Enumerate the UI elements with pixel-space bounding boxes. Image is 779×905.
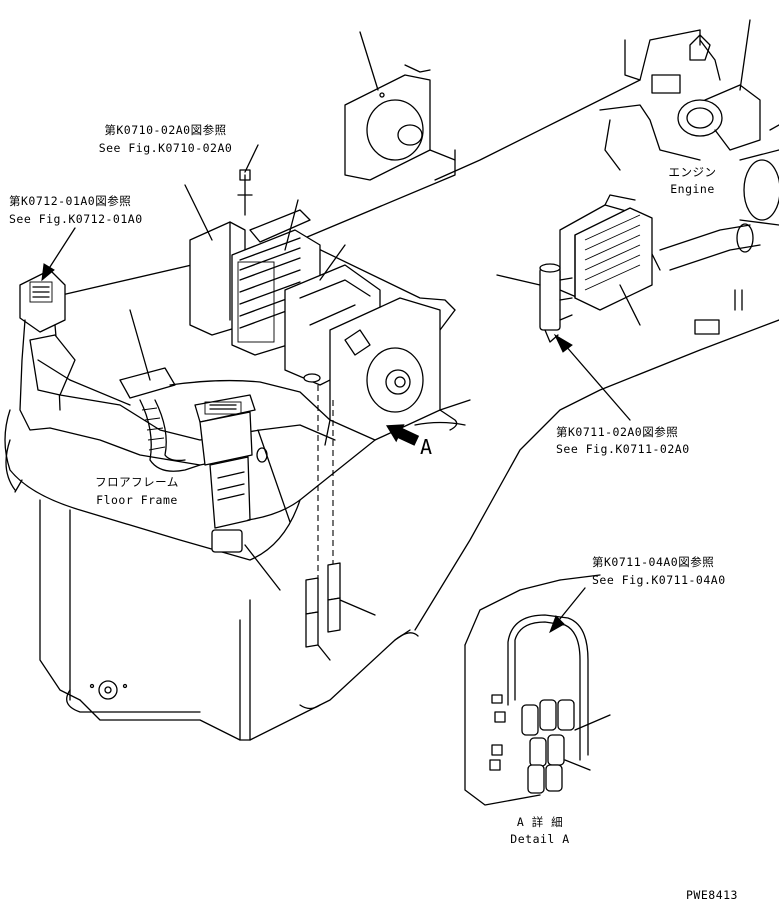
- floor-frame-label-en: Floor Frame: [96, 493, 178, 507]
- detail-a-label-jp: A 詳 細: [516, 815, 564, 829]
- engine-label-en: Engine: [670, 182, 715, 196]
- drawing-number: PWE8413: [686, 888, 738, 902]
- direction-arrow-icon: [385, 424, 420, 446]
- callout-k0711-02-jp: 第K0711-02A0図参照: [556, 425, 679, 439]
- air-conditioner-unit-drawing: [184, 144, 466, 441]
- callout-k0712-en: See Fig.K0712-01A0: [9, 212, 143, 226]
- engine-drawing: [434, 19, 779, 335]
- callout-k0711-04-en: See Fig.K0711-04A0: [592, 573, 726, 587]
- engine-label-jp: エンジン: [668, 165, 717, 179]
- callout-k0712-jp: 第K0712-01A0図参照: [9, 194, 132, 208]
- floor-frame-label-jp: フロアフレーム: [95, 475, 179, 489]
- drain-tubes-drawing: [303, 373, 376, 661]
- detail-a-drawing: [464, 574, 611, 806]
- detail-a-label-en: Detail A: [510, 832, 570, 846]
- condenser-drawing: [496, 194, 653, 421]
- view-arrow-label: A: [420, 435, 433, 459]
- callout-leaders: [41, 227, 76, 282]
- callout-k0710-en: See Fig.K0710-02A0: [98, 141, 233, 155]
- duct-drawing: [19, 269, 336, 591]
- floor-frame-drawing: [4, 149, 779, 741]
- callout-k0711-02-en: See Fig.K0711-02A0: [556, 442, 690, 456]
- callout-k0711-04-jp: 第K0711-04A0図参照: [592, 555, 715, 569]
- callout-k0710-jp: 第K0710-02A0図参照: [104, 123, 227, 137]
- top-blower-drawing: [344, 31, 456, 181]
